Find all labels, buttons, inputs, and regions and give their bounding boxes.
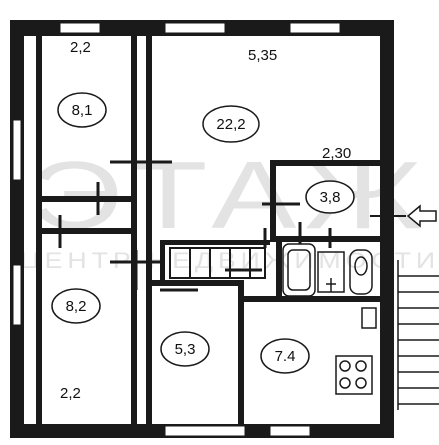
- windows: [12, 22, 341, 437]
- dimension-top-left: 2,2: [70, 39, 91, 56]
- room-area-5: 5,3: [160, 331, 210, 367]
- room-area-1: 8,1: [57, 92, 107, 128]
- room-area-4: 8,2: [51, 288, 101, 324]
- window-top-center: [164, 22, 226, 34]
- bathroom-fixtures: [282, 243, 373, 297]
- room-area-4-text: 8,2: [66, 298, 87, 315]
- bathtub-icon: [282, 243, 316, 297]
- room-area-3-text: 3,8: [320, 189, 341, 206]
- toilet-icon: [349, 249, 373, 295]
- window-bottom-right: [269, 425, 311, 437]
- room-area-6: 7.4: [260, 338, 310, 374]
- window-left-lower: [12, 264, 22, 326]
- window-top-left: [59, 22, 101, 34]
- room-area-5-text: 5,3: [175, 341, 196, 358]
- dimension-bottom-left: 2,2: [60, 385, 81, 402]
- dimension-labels: 2,2 5,35 2,30 2,2: [60, 39, 351, 402]
- stair-block: [169, 247, 266, 279]
- room-area-2: 22,2: [202, 105, 260, 143]
- room-area-6-text: 7.4: [275, 348, 296, 365]
- interior-walls: [36, 36, 388, 424]
- dimension-top-center: 5,35: [248, 47, 277, 64]
- window-left-upper: [12, 119, 22, 181]
- room-area-1-text: 8,1: [72, 102, 93, 119]
- room-areas: 8,1 22,2 3,8 8,2 5,3 7.4: [51, 92, 355, 374]
- window-top-right: [289, 22, 341, 34]
- room-area-3: 3,8: [305, 180, 355, 214]
- window-bottom-center: [164, 425, 246, 437]
- outside-stairs: [397, 260, 439, 410]
- stove-icon: [335, 307, 377, 395]
- dimension-right: 2,30: [322, 145, 351, 162]
- room-area-2-text: 22,2: [216, 116, 245, 133]
- door-marks: [58, 160, 332, 292]
- entrance-arrow-icon: [406, 204, 437, 228]
